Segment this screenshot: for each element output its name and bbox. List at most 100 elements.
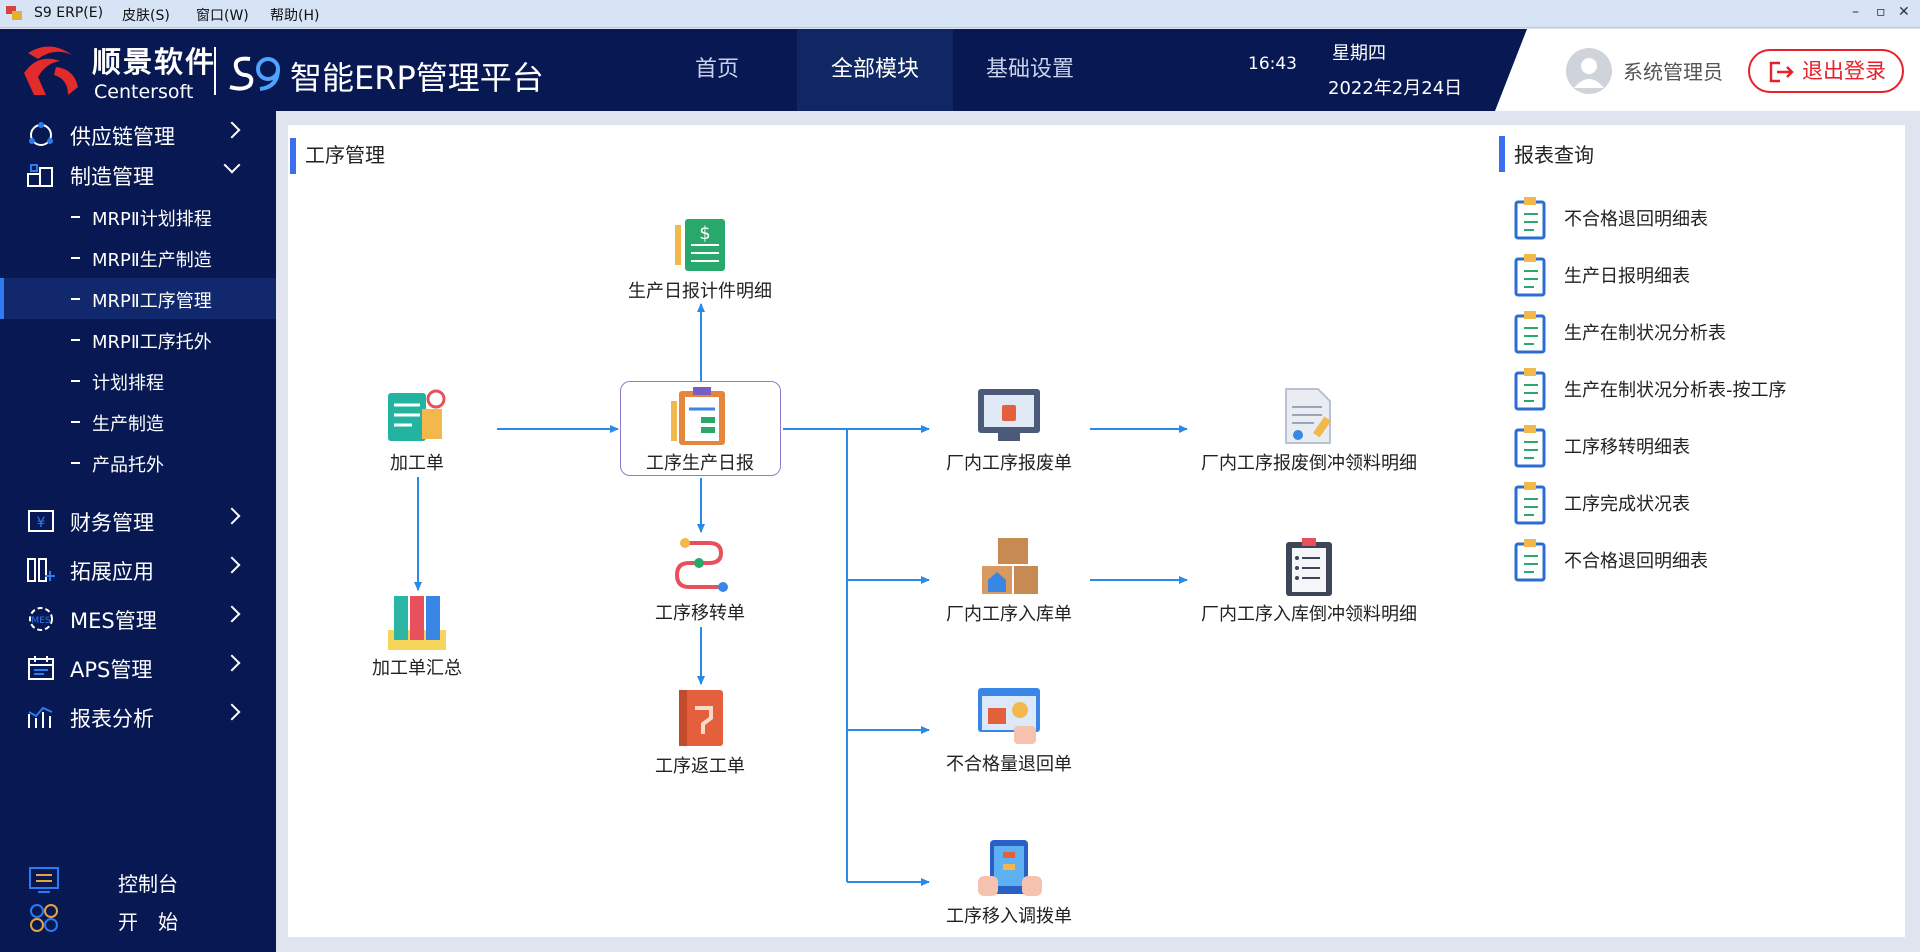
piecework-icon: $	[675, 219, 725, 271]
node-label: 不合格量退回单	[946, 754, 1072, 775]
report-label: 生产在制状况分析表-按工序	[1564, 380, 1787, 401]
dash-marker	[71, 298, 80, 300]
report-analysis-icon	[28, 706, 53, 728]
console-icon	[29, 867, 59, 893]
logo-divider	[214, 47, 216, 95]
sidebar-subitem-label: MRPⅡ工序托外	[92, 332, 212, 353]
sidebar-item-label: 供应链管理	[70, 125, 175, 149]
app-header: 顺景软件 Centersoft 智能ERP管理平台 首页 全部模块 基础设置 1…	[0, 29, 1920, 111]
restore-icon[interactable]: ▫	[1876, 4, 1886, 20]
node-label: 厂内工序报废单	[946, 453, 1072, 474]
report-clipboard-icon	[1514, 254, 1546, 297]
logo-text: 顺景软件	[92, 45, 217, 79]
svg-text:¥: ¥	[37, 515, 46, 531]
close-icon[interactable]: ✕	[1898, 4, 1910, 20]
node-label: 加工单	[390, 453, 444, 474]
sidebar-console[interactable]: 控制台	[0, 862, 276, 898]
sidebar-subitem-mrp-production[interactable]: MRPⅡ生产制造	[0, 237, 276, 278]
sidebar-item-manufacturing[interactable]: 制造管理	[0, 151, 276, 197]
report-label: 生产日报明细表	[1564, 266, 1690, 287]
sidebar-subitem-production[interactable]: 生产制造	[0, 401, 276, 442]
sidebar-item-extension[interactable]: 拓展应用	[0, 546, 276, 592]
sidebar-subitem-mrp-plan[interactable]: MRPⅡ计划排程	[0, 196, 276, 237]
scrap-monitor-icon	[978, 389, 1040, 441]
mes-icon: MES	[29, 607, 53, 631]
report-section-title: 报表查询	[1514, 143, 1594, 167]
report-clipboard-icon	[1514, 425, 1546, 468]
menu-help[interactable]: 帮助(H)	[270, 8, 320, 24]
node-label: 加工单汇总	[372, 658, 462, 679]
sidebar-item-aps[interactable]: APS管理	[0, 644, 276, 690]
logo-subtext: Centersoft	[94, 81, 194, 103]
node-label: 厂内工序报废倒冲领料明细	[1201, 453, 1417, 474]
logout-icon	[1769, 61, 1794, 83]
node-label: 生产日报计件明细	[628, 281, 772, 302]
weekday: 星期四	[1332, 43, 1386, 64]
report-label: 工序移转明细表	[1564, 437, 1690, 458]
report-clipboard-icon	[1514, 311, 1546, 354]
sidebar-item-supply-chain[interactable]: 供应链管理	[0, 111, 276, 157]
sidebar-item-label: 制造管理	[70, 165, 154, 189]
node-label: 厂内工序入库单	[946, 604, 1072, 625]
node-label: 工序返工单	[655, 756, 745, 777]
s9-logo-icon	[229, 56, 280, 91]
minimize-icon[interactable]: –	[1852, 4, 1859, 20]
report-label: 不合格退回明细表	[1564, 551, 1708, 572]
menu-window[interactable]: 窗口(W)	[196, 8, 249, 24]
report-label: 工序完成状况表	[1564, 494, 1690, 515]
logout-button[interactable]: 退出登录	[1748, 49, 1904, 93]
user-icon	[1574, 58, 1604, 88]
transfer-route-icon	[674, 538, 728, 592]
clipboard-icon	[671, 387, 725, 445]
binders-icon	[388, 596, 446, 650]
sidebar-item-report-analysis[interactable]: 报表分析	[0, 693, 276, 739]
extension-icon	[27, 558, 55, 582]
checklist-icon	[1286, 538, 1332, 596]
nav-basic-settings[interactable]: 基础设置	[985, 57, 1074, 82]
svg-text:MES: MES	[31, 616, 50, 626]
selected-node-frame	[620, 381, 781, 476]
sidebar-start[interactable]: 开 始	[0, 900, 276, 936]
supply-chain-icon	[29, 122, 53, 146]
header-user-area	[1495, 29, 1920, 111]
report-label: 生产在制状况分析表	[1564, 323, 1726, 344]
manufacturing-icon	[27, 164, 53, 187]
sidebar-item-finance[interactable]: ¥ 财务管理	[0, 497, 276, 543]
dash-marker	[71, 462, 80, 464]
avatar[interactable]	[1566, 48, 1612, 94]
menu-skin[interactable]: 皮肤(S)	[122, 8, 170, 24]
sidebar-subitem-product-outsource[interactable]: 产品托外	[0, 442, 276, 483]
menu-app[interactable]: S9 ERP(E)	[34, 5, 104, 21]
user-name[interactable]: 系统管理员	[1623, 60, 1723, 84]
process-section-title: 工序管理	[305, 143, 385, 167]
nav-home[interactable]: 首页	[694, 57, 739, 82]
report-label: 不合格退回明细表	[1564, 209, 1708, 230]
sidebar-subitem-label: 生产制造	[92, 414, 164, 435]
logout-label: 退出登录	[1802, 59, 1886, 83]
aps-icon	[28, 656, 54, 680]
node-label: 工序移入调拨单	[946, 906, 1072, 927]
sidebar-subitem-label: MRPⅡ生产制造	[92, 250, 212, 271]
sidebar-subitem-mrp-process[interactable]: MRPⅡ工序管理	[0, 278, 276, 319]
node-label: 厂内工序入库倒冲领料明细	[1201, 604, 1417, 625]
tablet-hand-icon	[978, 840, 1042, 896]
sidebar-subitem-mrp-outsource[interactable]: MRPⅡ工序托外	[0, 319, 276, 360]
section-bar	[290, 138, 296, 174]
sidebar-item-mes[interactable]: MES MES管理	[0, 595, 276, 641]
sidebar-subitem-plan[interactable]: 计划排程	[0, 360, 276, 401]
sidebar: 供应链管理 制造管理 MRPⅡ计划排程 MRPⅡ生产制造 MRPⅡ工序管理 MR…	[0, 111, 276, 952]
node-label: 工序生产日报	[646, 453, 754, 474]
centersoft-logo-icon	[24, 46, 78, 95]
warehouse-boxes-icon	[982, 538, 1038, 594]
dash-marker	[71, 216, 80, 218]
node-label: 工序移转单	[655, 603, 745, 624]
date: 2022年2月24日	[1328, 78, 1463, 99]
report-clipboard-icon	[1514, 368, 1546, 411]
sidebar-subitem-label: 产品托外	[92, 455, 164, 476]
app-icon	[6, 6, 22, 20]
sidebar-item-label: 拓展应用	[70, 560, 154, 584]
nav-all-modules[interactable]: 全部模块	[797, 29, 953, 111]
work-order-icon	[388, 389, 446, 441]
reject-return-icon	[978, 688, 1040, 744]
